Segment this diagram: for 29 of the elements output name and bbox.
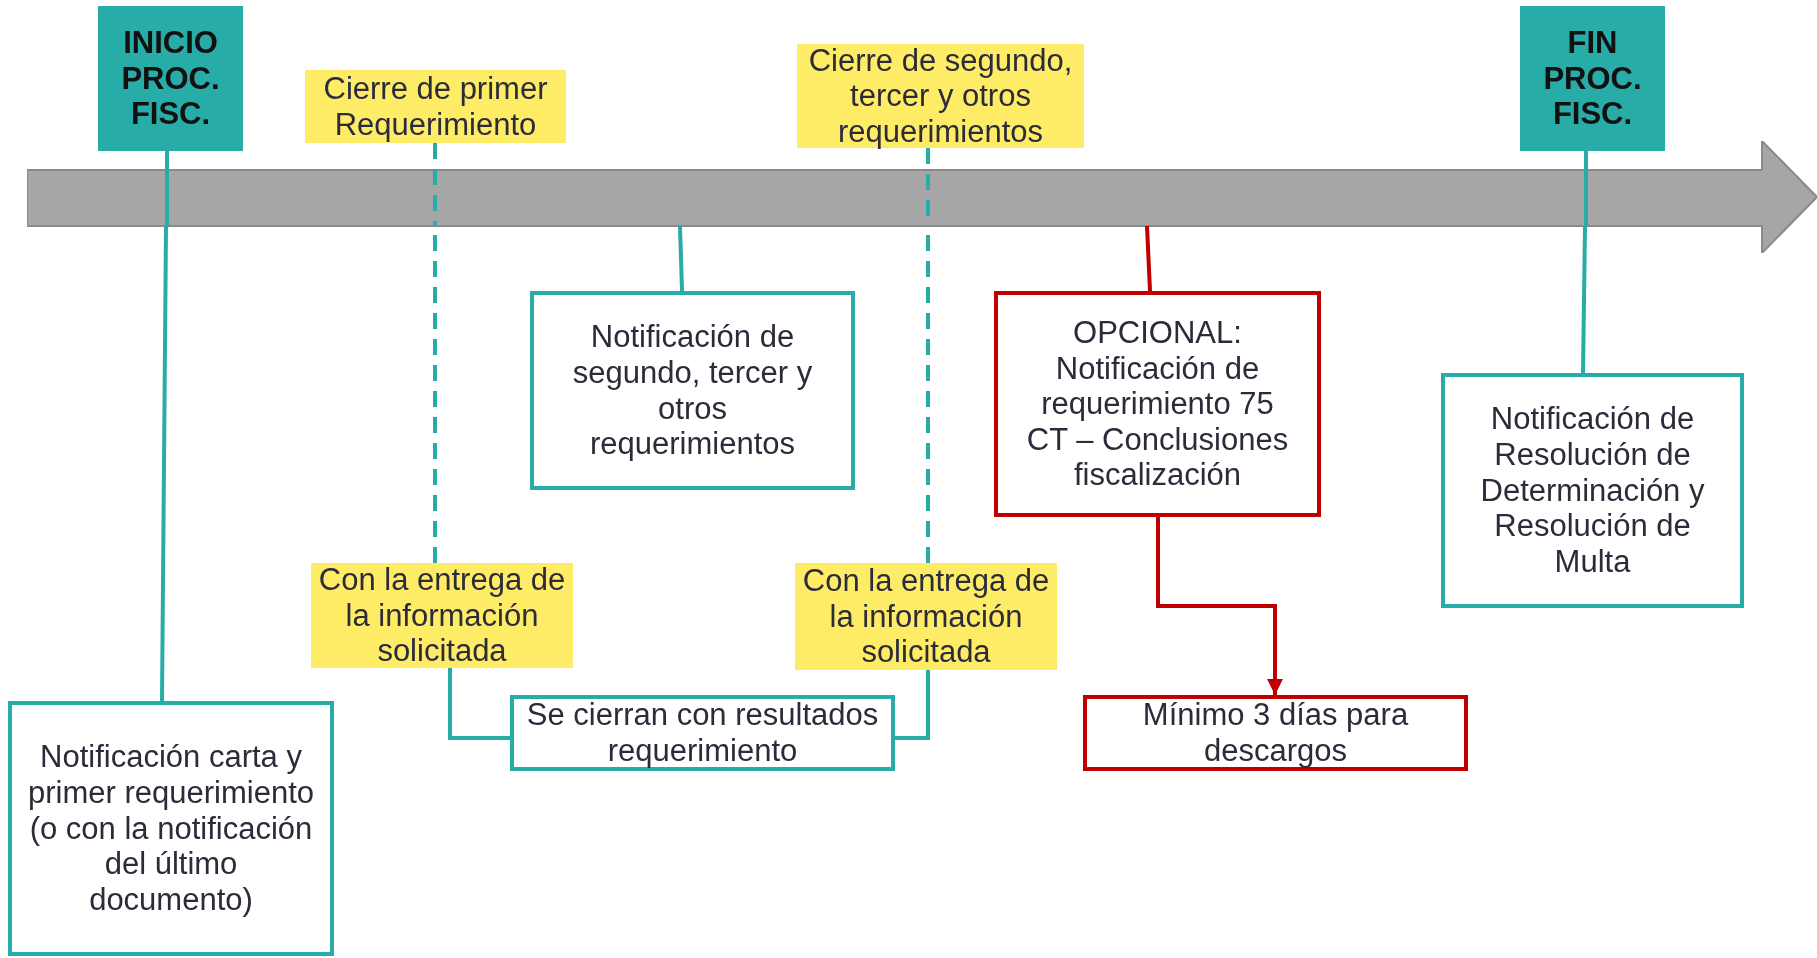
milestone-title: FIN PROC. FISC. — [1542, 25, 1643, 132]
connector-line — [1584, 151, 1588, 226]
process-box — [994, 291, 1321, 517]
box-text: Notificación carta y primer requerimiento (o con la notificación del último documento) — [27, 739, 315, 918]
box-text: Cierre de primer Requerimiento — [322, 70, 549, 143]
connector-line — [448, 668, 510, 740]
process-box — [1083, 695, 1468, 771]
connector-line — [895, 670, 930, 740]
connector-line — [1145, 225, 1152, 292]
process-box — [1441, 373, 1744, 608]
connector-line — [678, 225, 684, 292]
box-text: OPCIONAL: Notificación de requerimiento 75 CT – Conclusiones fiscalización — [1025, 314, 1290, 494]
box-text: Con la entrega de la información solicitada — [317, 562, 567, 669]
process-box — [530, 291, 855, 490]
box-text: Con la entrega de la información solicitada — [801, 563, 1051, 670]
process-box — [8, 701, 334, 956]
box-text: Notificación de segundo, tercer y otros requerimientos — [571, 319, 814, 462]
milestone-title: INICIO PROC. FISC. — [120, 25, 221, 132]
dashed-connector — [433, 143, 437, 226]
box-text: Mínimo 3 días para descargos — [1141, 697, 1410, 769]
connector-line — [160, 226, 168, 701]
milestone-box — [98, 6, 243, 151]
milestone-box — [1520, 6, 1665, 151]
box-text: Se cierran con resultados requerimiento — [525, 697, 880, 769]
box-text: Notificación de Resolución de Determinación y Resolución de Multa — [1479, 401, 1706, 580]
connector-line — [165, 151, 169, 226]
arrow — [1156, 517, 1283, 695]
connector-line — [1581, 225, 1587, 374]
box-text: Cierre de segundo, tercer y otros requerimientos — [807, 42, 1074, 150]
